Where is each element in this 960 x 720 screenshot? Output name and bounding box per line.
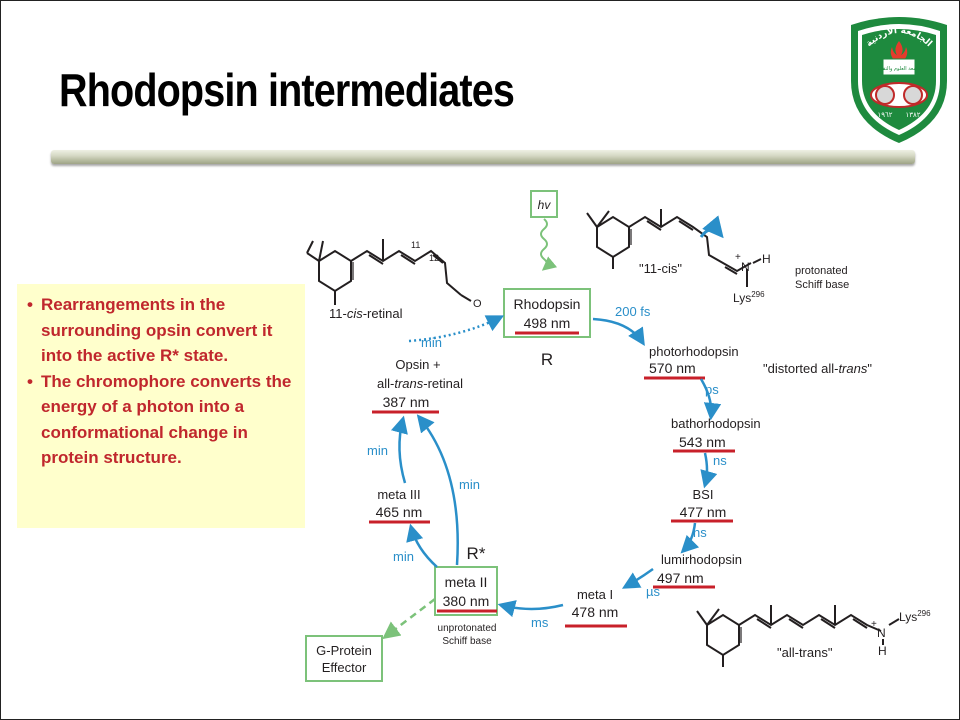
time-meta3-to-opsin: min: [367, 443, 388, 458]
logo-center-text: جامعة العلوم والتقانة: [877, 66, 920, 72]
emblem-right-icon: [903, 85, 923, 105]
bsi-label: BSI: [693, 487, 714, 502]
protonated-label-line1: protonated: [795, 265, 848, 277]
lumirhodopsin-nm: 497 nm: [657, 570, 704, 586]
state-r-star-label: R*: [467, 544, 486, 563]
meta3-label: meta III: [377, 487, 420, 502]
time-meta2-to-meta3: min: [393, 549, 414, 564]
meta2-box: [434, 566, 498, 616]
rhodopsin-label: Rhodopsin: [514, 296, 581, 312]
opsin-label-line2: all-trans-retinal: [377, 376, 463, 391]
arrow-meta1-to-meta2: [497, 600, 564, 618]
hydrogen-label-bottom: H: [878, 644, 887, 658]
plus-label-top: +: [735, 252, 741, 263]
flame-icon: [890, 41, 908, 59]
meta2-label: meta II: [445, 574, 488, 590]
photorhodopsin-label: photorhodopsin: [649, 344, 739, 359]
gprotein-label-line2: Effector: [322, 660, 367, 675]
arrow-batho-to-bsi: [700, 452, 718, 489]
opsin-label-line1: Opsin +: [395, 357, 440, 372]
aldehyde-o-label: O: [473, 298, 482, 310]
arrow-photo-to-batho: [699, 378, 722, 421]
time-photo-to-batho: ps: [705, 382, 719, 397]
emblem-left-icon: [875, 85, 895, 105]
all-trans-quote-label: "all-trans": [777, 645, 833, 660]
arrow-meta2-to-gprotein: [382, 598, 436, 640]
meta1-label: meta I: [577, 587, 613, 602]
lys-label-bottom: Lys296: [899, 609, 931, 624]
plus-label-bottom: +: [871, 619, 877, 630]
meta1-nm: 478 nm: [572, 604, 619, 620]
arrow-r-to-photo: [592, 317, 645, 346]
protonated-label-line2: Schiff base: [795, 279, 849, 291]
arrow-meta3-to-opsin: [390, 415, 408, 484]
page-title: Rhodopsin intermediates: [59, 64, 515, 116]
bullet-list: Rearrangements in the surrounding opsin …: [27, 292, 297, 471]
rhodopsin-box: [503, 288, 591, 338]
arrow-bsi-to-lumi: [680, 522, 700, 554]
photorhodopsin-nm: 570 nm: [649, 360, 696, 376]
bullet-item: The chromophore converts the energy of a…: [27, 369, 297, 471]
unprotonated-label-line1: unprotonated: [438, 623, 497, 634]
logo-year-left: ١٩٦٢: [877, 111, 892, 119]
unprotonated-label-line2: Schiff base: [442, 636, 492, 647]
nitrogen-label-top: N: [741, 260, 750, 274]
state-r-label: R: [541, 350, 553, 369]
time-meta1-to-meta2: ms: [531, 615, 549, 630]
time-opsin-to-r: min: [421, 335, 442, 350]
time-meta2-to-opsin: min: [459, 477, 480, 492]
light-wave-icon: [540, 218, 558, 271]
time-batho-to-bsi: ns: [713, 453, 727, 468]
opsin-nm: 387 nm: [383, 394, 430, 410]
bullet-text-box: Rearrangements in the surrounding opsin …: [17, 284, 305, 528]
all-trans-structure: [696, 605, 900, 667]
bullet-item: Rearrangements in the surrounding opsin …: [27, 292, 297, 369]
arrow-meta2-to-meta3: [406, 523, 438, 568]
bsi-nm: 477 nm: [680, 504, 727, 520]
title-divider: [51, 150, 915, 164]
bathorhodopsin-label: bathorhodopsin: [671, 416, 761, 431]
time-bsi-to-lumi: ns: [693, 525, 707, 540]
meta2-nm: 380 nm: [443, 593, 490, 609]
meta3-nm: 465 nm: [376, 504, 423, 520]
arrow-meta2-to-opsin: [416, 414, 459, 566]
lys-label-top: Lys296: [733, 290, 765, 305]
time-r-to-photo: 200 fs: [615, 304, 651, 319]
distorted-trans-label: "distorted all-trans": [763, 361, 872, 376]
gprotein-box: [305, 635, 383, 682]
cis-schiff-base-structure: [586, 209, 762, 287]
bathorhodopsin-nm: 543 nm: [679, 434, 726, 450]
c11-label: 11: [411, 240, 420, 250]
lumirhodopsin-label: lumirhodopsin: [661, 552, 742, 567]
gprotein-label-line1: G-Protein: [316, 643, 372, 658]
isomerization-arrow-icon: [699, 215, 724, 239]
cis-retinal-label: 11-cis-retinal: [329, 306, 403, 321]
logo-year-right: ١٣٨٢: [905, 111, 920, 119]
university-logo: الجامعة الأردنية جامعة العلوم والتقانة ١…: [851, 17, 947, 143]
c12-label: 12: [429, 253, 439, 263]
arrow-lumi-to-meta1: [621, 567, 654, 589]
light-box: [530, 190, 558, 218]
light-label: hv: [538, 198, 552, 212]
arrow-opsin-to-r: [408, 315, 505, 343]
hydrogen-label-top: H: [762, 252, 771, 266]
cis-schiff-quote-label: "11-cis": [639, 261, 682, 276]
time-lumi-to-meta1: µs: [646, 584, 660, 599]
rhodopsin-nm: 498 nm: [524, 315, 571, 331]
nitrogen-label-bottom: N: [877, 626, 886, 640]
cis-retinal-structure: [306, 239, 472, 305]
